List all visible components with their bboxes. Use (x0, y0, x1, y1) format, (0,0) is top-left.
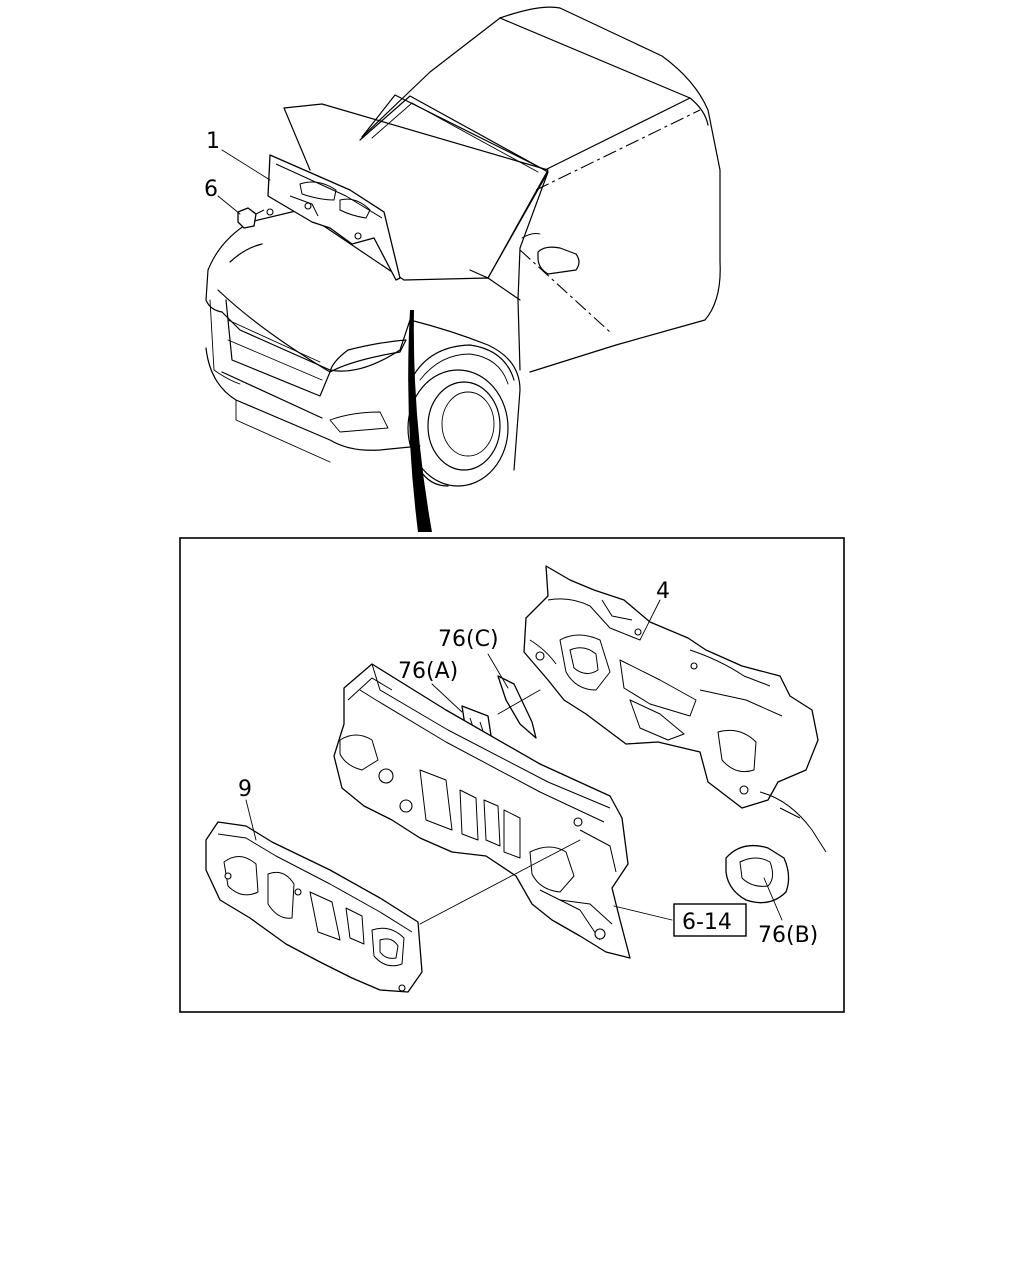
vehicle-overview (205, 6, 721, 532)
ref-box-frame (673, 903, 747, 937)
dash-insulator-part-9 (205, 821, 423, 993)
leader-lines (245, 599, 783, 925)
detail-frame (179, 537, 845, 1013)
callout-part-76b: 76(B) (758, 923, 818, 948)
ref-box-6-14[interactable]: 6-14 (682, 910, 732, 935)
callout-part-4: 4 (656, 579, 670, 604)
callout-part-76a: 76(A) (398, 659, 458, 684)
callout-part-6: 6 (204, 177, 218, 202)
pad-part-76b (725, 844, 790, 904)
callout-part-9: 9 (238, 777, 252, 802)
pad-part-76c (497, 675, 537, 739)
dash-panel-assembly (333, 663, 631, 959)
callout-part-76c: 76(C) (438, 627, 499, 652)
dash-insulator-part-4 (523, 565, 827, 853)
clip-part-6 (237, 207, 274, 229)
hood-insulator-part-1 (267, 154, 401, 281)
callout-part-1: 1 (206, 129, 220, 154)
